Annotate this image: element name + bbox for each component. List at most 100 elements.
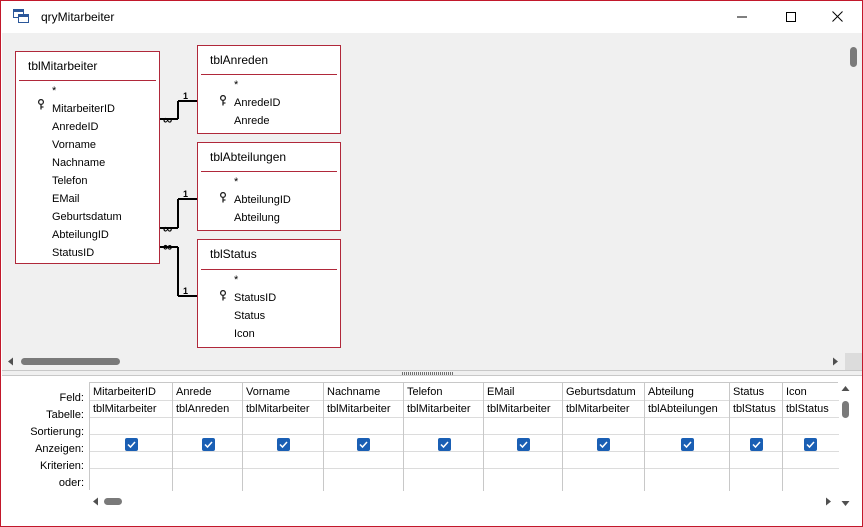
grid-table-cell[interactable]: tblStatus bbox=[733, 403, 776, 415]
show-checkbox[interactable] bbox=[125, 438, 138, 451]
grid-column[interactable]: Nachname tblMitarbeiter bbox=[324, 383, 404, 491]
query-design-grid[interactable]: MitarbeiterID tblMitarbeiter Anrede tblA… bbox=[89, 382, 839, 491]
pane-splitter[interactable] bbox=[2, 370, 862, 376]
grid-table-cell[interactable]: tblAnreden bbox=[176, 403, 230, 415]
splitter-grip[interactable] bbox=[402, 372, 454, 375]
grid-column[interactable]: Telefon tblMitarbeiter bbox=[404, 383, 484, 491]
field-vorname[interactable]: Vorname bbox=[52, 139, 97, 151]
scrollbar-graphic bbox=[850, 47, 857, 67]
show-checkbox[interactable] bbox=[277, 438, 290, 451]
minimize-icon bbox=[737, 16, 747, 17]
field-anredeid[interactable]: AnredeID bbox=[234, 97, 281, 109]
diagram-horizontal-scrollbar[interactable] bbox=[2, 353, 845, 370]
table-tblstatus[interactable]: tblStatus * StatusID Status Icon bbox=[197, 239, 341, 348]
field-nachname[interactable]: Nachname bbox=[52, 157, 106, 169]
grid-field-cell[interactable]: Geburtsdatum bbox=[566, 386, 636, 398]
show-checkbox[interactable] bbox=[438, 438, 451, 451]
grid-table-cell[interactable]: tblAbteilungen bbox=[648, 403, 718, 415]
row-label-show: Anzeigen: bbox=[35, 443, 84, 455]
maximize-icon bbox=[786, 11, 796, 22]
primary-key-icon bbox=[37, 99, 45, 110]
relation-many-label: ∞ bbox=[163, 112, 173, 127]
grid-table-cell[interactable]: tblMitarbeiter bbox=[93, 403, 157, 415]
maximize-button[interactable] bbox=[768, 1, 814, 32]
relation-many-label: ∞ bbox=[163, 239, 173, 254]
grid-field-cell[interactable]: Status bbox=[733, 386, 765, 398]
table-tblmitarbeiter[interactable]: tblMitarbeiter * MitarbeiterID AnredeID … bbox=[15, 51, 160, 264]
field-anredeid[interactable]: AnredeID bbox=[52, 121, 99, 133]
grid-field-cell[interactable]: Abteilung bbox=[648, 386, 694, 398]
field-all[interactable]: * bbox=[52, 85, 57, 97]
grid-vertical-scrollbar[interactable] bbox=[837, 382, 854, 510]
title-bar[interactable]: qryMitarbeiter bbox=[1, 1, 862, 32]
field-all[interactable]: * bbox=[234, 79, 239, 91]
field-icon[interactable]: Icon bbox=[234, 328, 255, 340]
field-status[interactable]: Status bbox=[234, 310, 266, 322]
check-icon bbox=[599, 441, 608, 449]
grid-column[interactable]: Icon tblStatus bbox=[783, 383, 839, 491]
scrollbar-corner bbox=[845, 353, 862, 370]
grid-horizontal-scrollbar[interactable] bbox=[88, 493, 837, 510]
window-title: qryMitarbeiter bbox=[41, 10, 115, 24]
field-abteilung[interactable]: Abteilung bbox=[234, 212, 280, 224]
row-label-or: oder: bbox=[58, 477, 84, 489]
grid-column[interactable]: MitarbeiterID tblMitarbeiter bbox=[90, 383, 173, 491]
check-icon bbox=[683, 441, 692, 449]
grid-table-cell[interactable]: tblMitarbeiter bbox=[407, 403, 471, 415]
grid-column[interactable]: Abteilung tblAbteilungen bbox=[645, 383, 730, 491]
diagram-vertical-scrollbar[interactable] bbox=[845, 33, 862, 353]
grid-column[interactable]: Vorname tblMitarbeiter bbox=[243, 383, 324, 491]
field-telefon[interactable]: Telefon bbox=[52, 175, 88, 187]
query-grid-area: Feld: Tabelle: Sortierung: Anzeigen: Kri… bbox=[2, 376, 862, 526]
show-checkbox[interactable] bbox=[681, 438, 694, 451]
minimize-button[interactable] bbox=[719, 1, 765, 32]
grid-field-cell[interactable]: Anrede bbox=[176, 386, 212, 398]
grid-column[interactable]: EMail tblMitarbeiter bbox=[484, 383, 563, 491]
table-tblanreden[interactable]: tblAnreden * AnredeID Anrede bbox=[197, 45, 341, 134]
field-statusid[interactable]: StatusID bbox=[234, 292, 277, 304]
check-icon bbox=[806, 441, 815, 449]
close-button[interactable] bbox=[814, 1, 860, 32]
field-all[interactable]: * bbox=[234, 274, 239, 286]
grid-table-cell[interactable]: tblMitarbeiter bbox=[246, 403, 310, 415]
relation-one-label: 1 bbox=[183, 286, 189, 296]
show-checkbox[interactable] bbox=[357, 438, 370, 451]
primary-key-icon bbox=[219, 192, 227, 203]
show-checkbox[interactable] bbox=[597, 438, 610, 451]
grid-table-cell[interactable]: tblMitarbeiter bbox=[566, 403, 630, 415]
field-anrede[interactable]: Anrede bbox=[234, 115, 270, 127]
row-label-table: Tabelle: bbox=[46, 409, 84, 421]
show-checkbox[interactable] bbox=[804, 438, 817, 451]
grid-column[interactable]: Status tblStatus bbox=[730, 383, 783, 491]
primary-key-icon bbox=[219, 95, 227, 106]
field-abteilungid[interactable]: AbteilungID bbox=[52, 229, 109, 241]
table-title: tblAbteilungen bbox=[210, 150, 287, 164]
check-icon bbox=[440, 441, 449, 449]
table-diagram-area[interactable]: ∞ 1 ∞ 1 ∞ 1 tblMitarbeiter * Mitarbeiter… bbox=[2, 33, 845, 353]
scrollbar-graphic bbox=[93, 497, 831, 506]
field-statusid[interactable]: StatusID bbox=[52, 247, 95, 259]
show-checkbox[interactable] bbox=[202, 438, 215, 451]
grid-field-cell[interactable]: Nachname bbox=[327, 386, 381, 398]
grid-field-cell[interactable]: Telefon bbox=[407, 386, 443, 398]
check-icon bbox=[752, 441, 761, 449]
grid-field-cell[interactable]: EMail bbox=[487, 386, 515, 398]
field-all[interactable]: * bbox=[234, 176, 239, 188]
grid-table-cell[interactable]: tblMitarbeiter bbox=[327, 403, 391, 415]
field-abteilungid[interactable]: AbteilungID bbox=[234, 194, 291, 206]
show-checkbox[interactable] bbox=[750, 438, 763, 451]
table-tblabteilungen[interactable]: tblAbteilungen * AbteilungID Abteilung bbox=[197, 142, 341, 231]
grid-field-cell[interactable]: Vorname bbox=[246, 386, 291, 398]
grid-field-cell[interactable]: Icon bbox=[786, 386, 807, 398]
field-geburtsdatum[interactable]: Geburtsdatum bbox=[52, 211, 122, 223]
grid-column[interactable]: Anrede tblAnreden bbox=[173, 383, 243, 491]
grid-table-cell[interactable]: tblStatus bbox=[786, 403, 829, 415]
relation-one-label: 1 bbox=[183, 91, 189, 101]
grid-column[interactable]: Geburtsdatum tblMitarbeiter bbox=[563, 383, 645, 491]
grid-field-cell[interactable]: MitarbeiterID bbox=[93, 386, 156, 398]
relation-many-label: ∞ bbox=[163, 221, 173, 236]
show-checkbox[interactable] bbox=[517, 438, 530, 451]
field-email[interactable]: EMail bbox=[52, 193, 80, 205]
field-mitarbeiterid[interactable]: MitarbeiterID bbox=[52, 103, 115, 115]
grid-table-cell[interactable]: tblMitarbeiter bbox=[487, 403, 551, 415]
